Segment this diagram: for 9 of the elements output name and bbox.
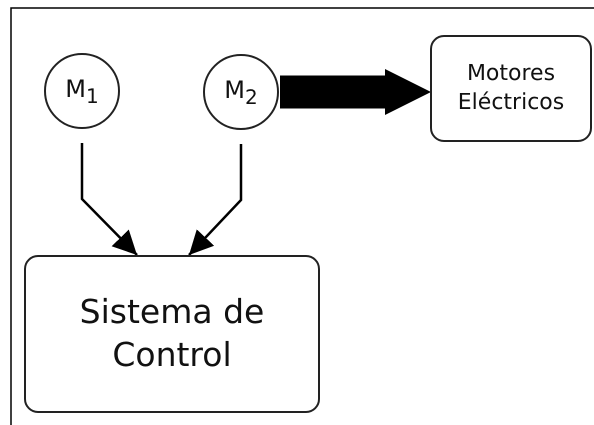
node-label: M$_{1}$: [65, 74, 99, 108]
block-arrow: [280, 69, 431, 115]
arrow: [188, 144, 242, 256]
process-box: [430, 35, 592, 142]
node-label: Motores Eléctricos: [456, 60, 566, 116]
node-label: M$_{2}$: [224, 74, 258, 110]
arrow: [80, 143, 138, 256]
node-label: Sistema de Control: [78, 291, 266, 376]
process-box: [24, 255, 320, 413]
